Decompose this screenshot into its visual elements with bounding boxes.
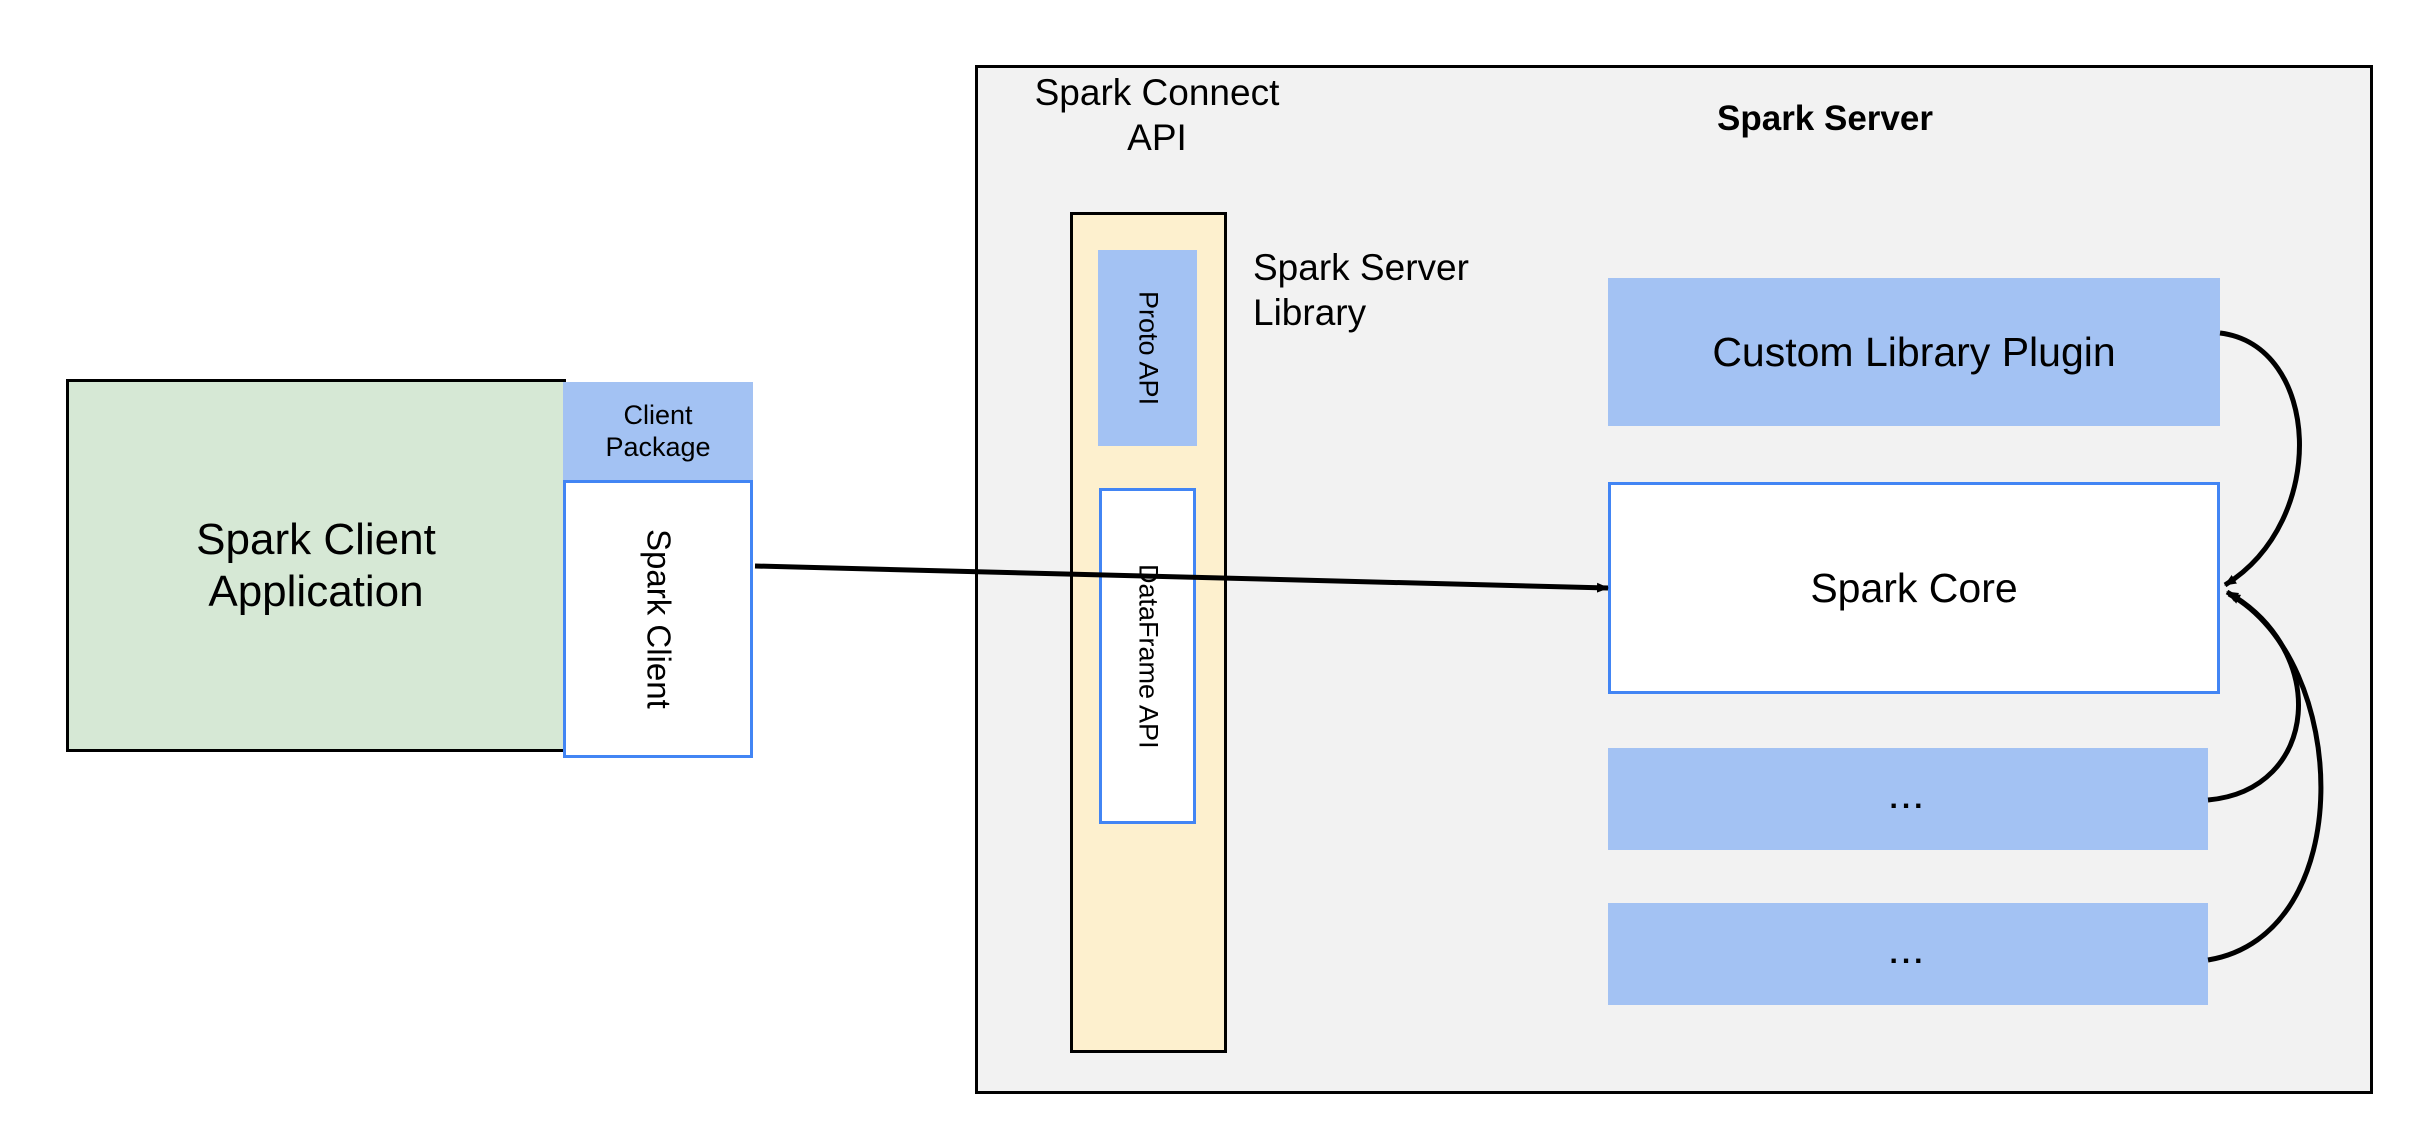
spark-server-title: Spark Server xyxy=(1717,99,1933,138)
ellipsis-box-2-label: ... xyxy=(1889,937,1927,971)
spark-connect-api-label: Spark Connect API xyxy=(1034,72,1280,159)
ellipsis-box-2[interactable]: ... xyxy=(1608,903,2208,1005)
spark-client-application-box[interactable]: Spark Client Application xyxy=(66,379,566,752)
client-package-label: Client Package xyxy=(605,399,711,462)
custom-library-plugin-box[interactable]: Custom Library Plugin xyxy=(1608,278,2220,426)
spark-core-label: Spark Core xyxy=(1810,564,2018,611)
spark-client-box[interactable]: Spark Client xyxy=(563,480,753,758)
ellipsis-box-1-label: ... xyxy=(1889,782,1927,816)
dataframe-api-label: DataFrame API xyxy=(1133,563,1164,749)
spark-server-library-label: Spark Server Library xyxy=(1253,247,1469,334)
spark-core-box[interactable]: Spark Core xyxy=(1608,482,2220,694)
dataframe-api-box[interactable]: DataFrame API xyxy=(1099,488,1196,824)
spark-client-label: Spark Client xyxy=(640,529,678,709)
spark-client-application-label: Spark Client Application xyxy=(196,514,436,616)
custom-library-plugin-label: Custom Library Plugin xyxy=(1712,328,2116,375)
client-package-box[interactable]: Client Package xyxy=(563,382,753,481)
proto-api-label: Proto API xyxy=(1133,290,1164,406)
proto-api-box[interactable]: Proto API xyxy=(1098,250,1197,446)
ellipsis-box-1[interactable]: ... xyxy=(1608,748,2208,850)
